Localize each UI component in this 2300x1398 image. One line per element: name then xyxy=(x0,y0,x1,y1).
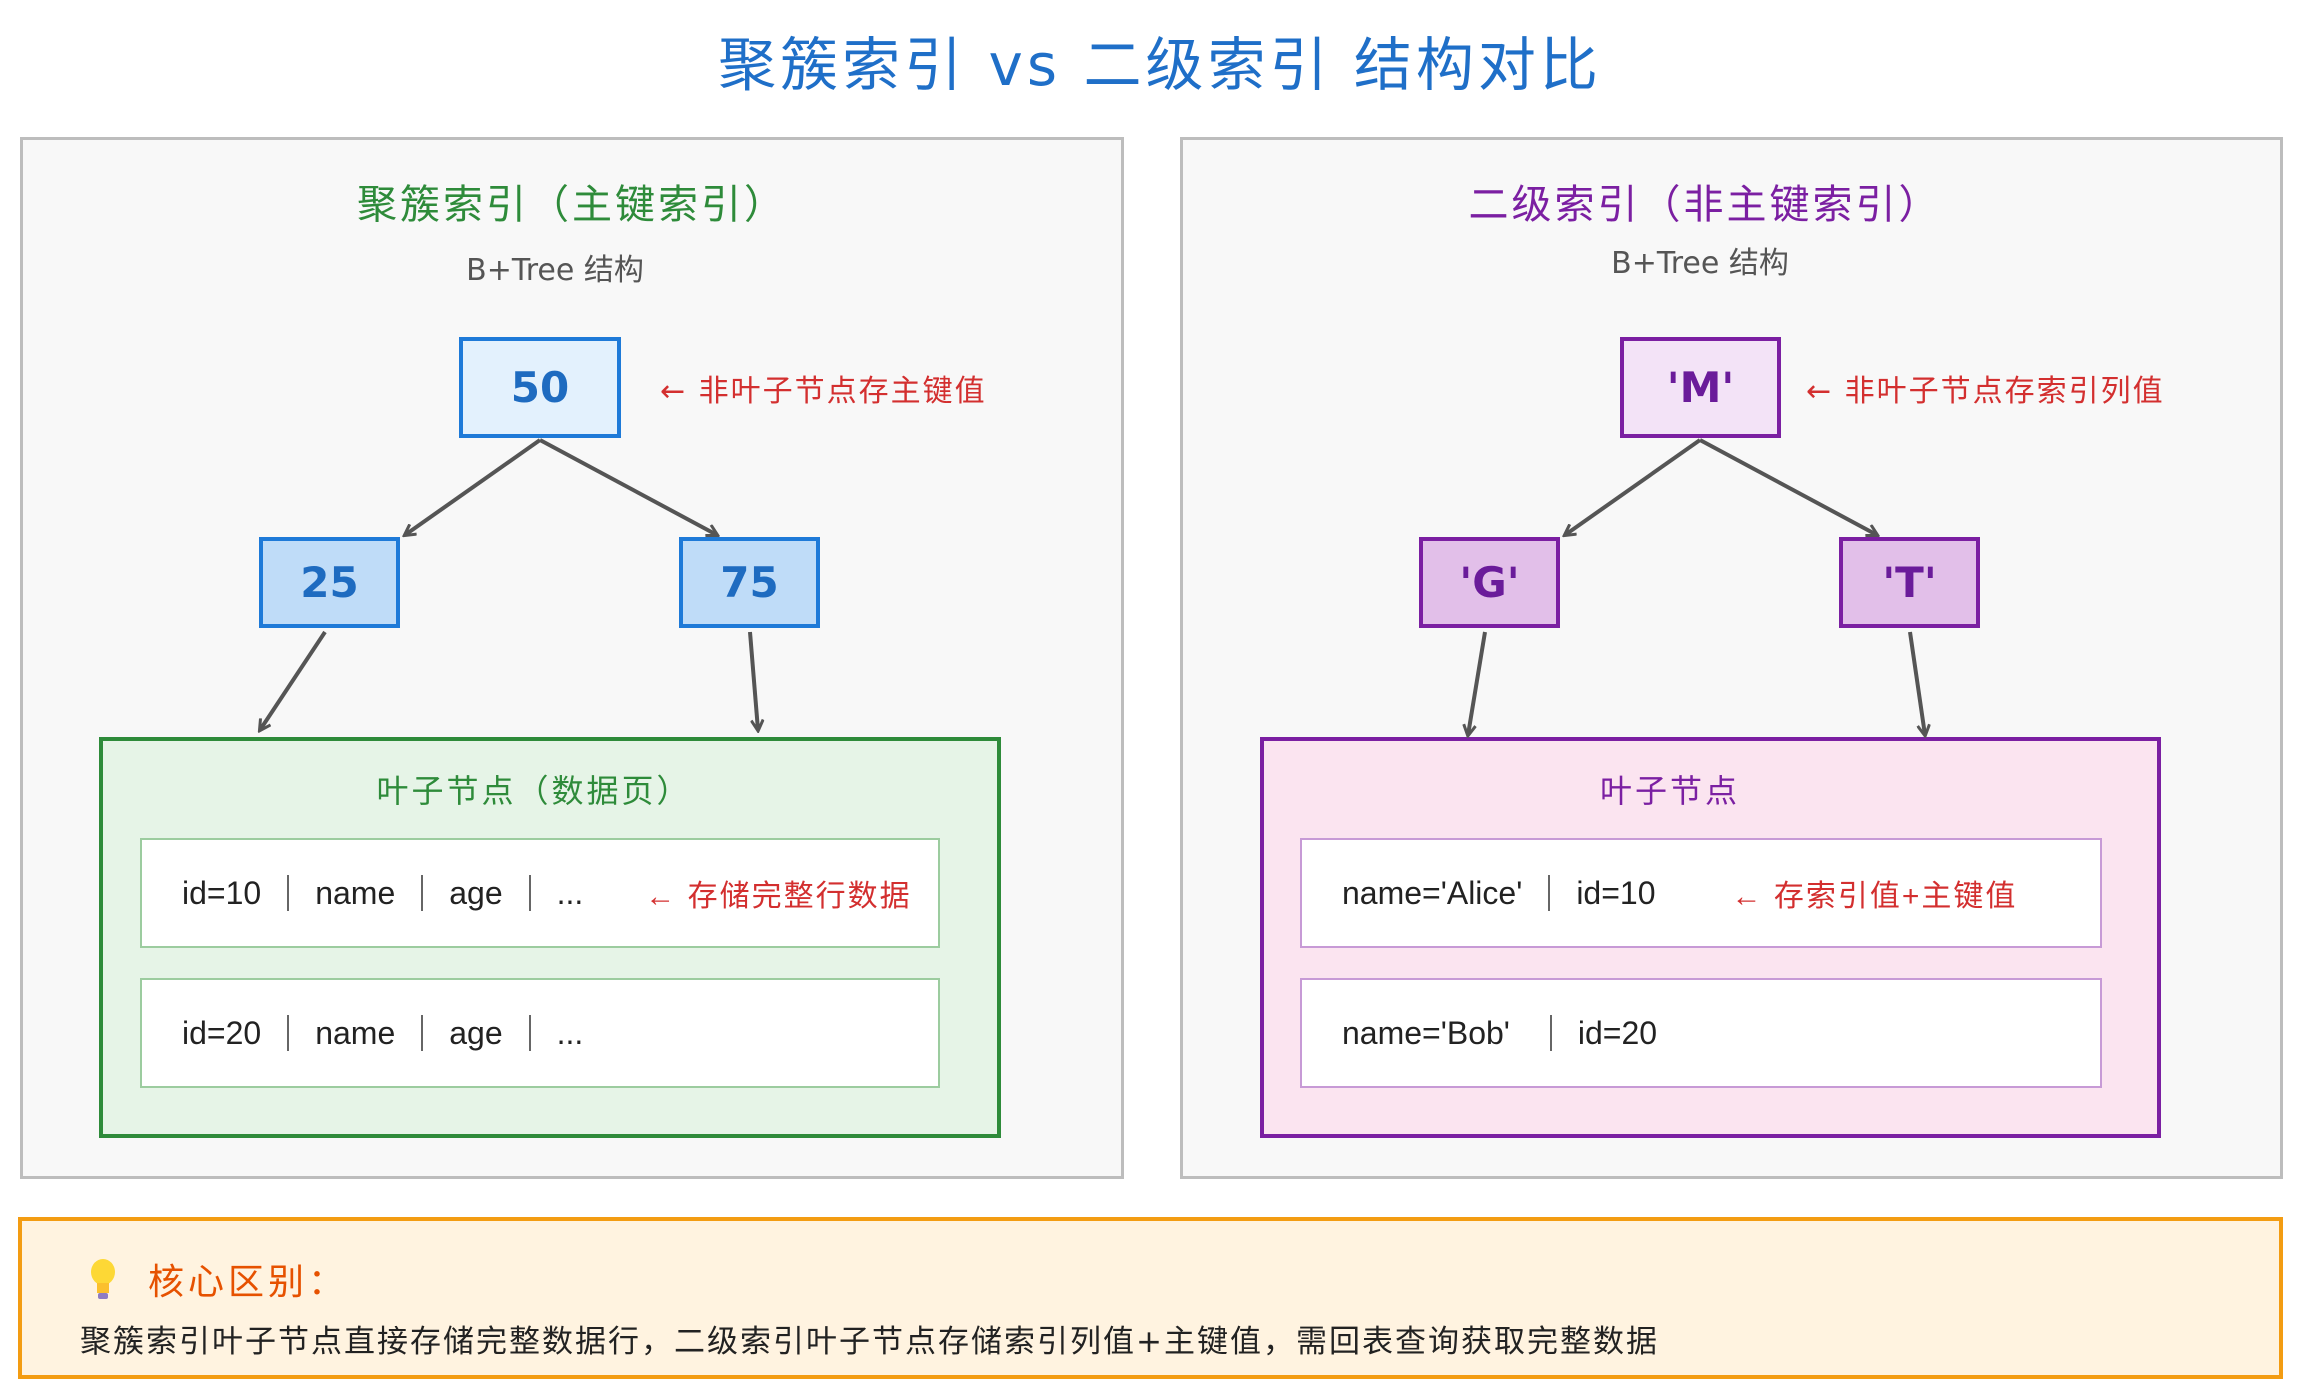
edge-right-to-leaf xyxy=(1908,631,1925,735)
secondary-child-node-left: 'G' xyxy=(1419,537,1560,628)
row-cell-ellipsis: ... xyxy=(556,1014,584,1051)
clustered-child-node-left: 25 xyxy=(259,537,400,628)
cell-separator xyxy=(528,1015,531,1051)
secondary-root-note: ← 非叶子节点存索引列值 xyxy=(1806,374,2165,409)
edge-right-to-leaf xyxy=(748,631,758,730)
cell-separator xyxy=(1549,1015,1552,1051)
row-cell-id: id=10 xyxy=(1576,874,1656,911)
secondary-leaf-row: name='Bob' id=20 xyxy=(1300,978,2102,1088)
clustered-leaf-row: id=10 name age ... ← 存储完整行数据 xyxy=(140,838,940,948)
clustered-root-note: ← 非叶子节点存主键值 xyxy=(660,374,987,409)
secondary-leaf-row: name='Alice' id=10 ← 存索引值+主键值 xyxy=(1300,838,2102,948)
clustered-child-node-right: 75 xyxy=(679,537,820,628)
row-note: ← 存索引值+主键值 xyxy=(1731,880,2018,913)
lightbulb-icon xyxy=(91,1259,115,1299)
row-cell-name: name xyxy=(315,874,396,911)
secondary-root-node: 'M' xyxy=(1620,337,1781,438)
page-title: 聚簇索引 vs 二级索引 结构对比 xyxy=(718,31,1602,99)
edge-left-to-leaf xyxy=(260,630,327,730)
edge-root-to-right xyxy=(1699,438,1877,535)
row-cell-ellipsis: ... xyxy=(556,874,584,911)
cell-separator xyxy=(421,1015,424,1051)
edge-root-to-left xyxy=(405,438,542,535)
row-cell-age: age xyxy=(449,874,503,911)
clustered-leaf-row: id=20 name age ... xyxy=(140,978,940,1088)
secondary-leaf-title: 叶子节点 xyxy=(1599,772,1740,810)
edge-root-to-left xyxy=(1565,438,1702,535)
cell-separator xyxy=(287,875,290,911)
clustered-leaf-title: 叶子节点（数据页） xyxy=(376,772,692,810)
secondary-child-node-right: 'T' xyxy=(1839,537,1980,628)
summary-text: 聚簇索引叶子节点直接存储完整数据行，二级索引叶子节点存储索引列值+主键值，需回表… xyxy=(80,1324,1659,1360)
clustered-panel-title: 聚簇索引（主键索引） xyxy=(357,182,787,228)
cell-separator xyxy=(528,875,531,911)
row-cell-name: name='Bob' xyxy=(1342,1014,1510,1051)
summary-title: 核心区别： xyxy=(148,1262,349,1303)
summary-title-row: 核心区别： xyxy=(88,1253,348,1305)
row-cell-id: id=20 xyxy=(182,1014,262,1051)
cell-separator xyxy=(421,875,424,911)
edge-root-to-right xyxy=(539,438,717,535)
secondary-panel-title: 二级索引（非主键索引） xyxy=(1468,182,1942,228)
summary-box xyxy=(18,1217,2283,1379)
row-cell-name: name xyxy=(315,1014,396,1051)
row-note: ← 存储完整行数据 xyxy=(645,880,912,913)
row-cell-id: id=10 xyxy=(182,874,262,911)
clustered-panel-subtitle: B+Tree 结构 xyxy=(466,253,644,288)
row-cell-id: id=20 xyxy=(1577,1014,1658,1051)
row-cell-name: name='Alice' xyxy=(1342,874,1523,911)
secondary-panel-subtitle: B+Tree 结构 xyxy=(1611,246,1789,281)
cell-separator xyxy=(287,1015,290,1051)
clustered-root-node: 50 xyxy=(459,337,621,438)
edge-left-to-leaf xyxy=(1468,631,1487,735)
row-cell-age: age xyxy=(449,1014,503,1051)
cell-separator xyxy=(1548,875,1551,911)
